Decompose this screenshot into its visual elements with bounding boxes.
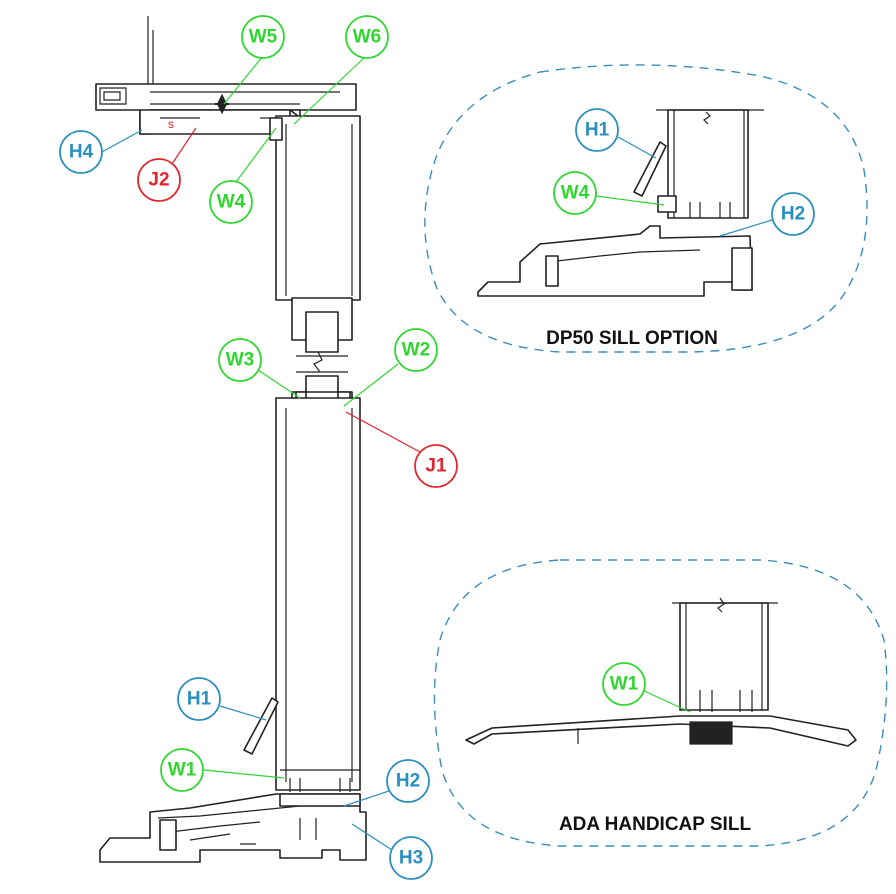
callout-j1: J1 — [414, 444, 458, 488]
dp50-callout-w4: W4 — [553, 171, 597, 215]
callout-h3: H3 — [389, 836, 433, 880]
callout-j2: J2 — [137, 158, 181, 202]
svg-text:H2: H2 — [781, 204, 805, 225]
w5-seal-mark — [215, 93, 229, 115]
lower-sash-profile — [275, 397, 361, 792]
ada-gasket-block — [689, 721, 733, 745]
ada-detail-outline — [433, 559, 888, 847]
dp50-sill-detail: H1 W4 H2 DP50 SILL OPTION — [424, 64, 868, 353]
callout-w4: W4 — [209, 180, 253, 224]
svg-text:W2: W2 — [402, 340, 431, 361]
svg-text:H1: H1 — [187, 689, 212, 710]
dp50-caption: DP50 SILL OPTION — [546, 328, 718, 349]
callout-w2: W2 — [394, 328, 438, 372]
dp50-callout-h2: H2 — [771, 192, 815, 236]
sill-profile — [99, 793, 367, 863]
callout-w3: W3 — [218, 338, 262, 382]
callout-h1: H1 — [177, 677, 221, 721]
head-red-glyph: s — [168, 117, 174, 131]
dp50-detail-outline — [424, 64, 868, 353]
svg-text:W6: W6 — [353, 27, 382, 48]
callout-w6: W6 — [345, 15, 389, 59]
main-section: s — [59, 15, 458, 880]
svg-text:H4: H4 — [69, 142, 94, 163]
svg-text:W5: W5 — [249, 27, 278, 48]
svg-text:W4: W4 — [561, 183, 590, 204]
callout-h4: H4 — [59, 130, 103, 174]
svg-text:W4: W4 — [217, 192, 246, 213]
callout-h2: H2 — [386, 759, 430, 803]
svg-text:J1: J1 — [425, 456, 447, 477]
svg-text:W3: W3 — [226, 350, 255, 371]
callout-w5: W5 — [241, 15, 285, 59]
svg-text:J2: J2 — [148, 170, 169, 191]
ada-caption: ADA HANDICAP SILL — [559, 814, 752, 835]
ada-sill-detail: W1 ADA HANDICAP SILL — [433, 559, 888, 847]
dp50-callout-h1: H1 — [575, 108, 619, 152]
svg-text:W1: W1 — [610, 674, 639, 695]
ada-callout-w1: W1 — [602, 662, 646, 706]
svg-text:H2: H2 — [396, 771, 420, 792]
main-leaders — [101, 55, 421, 851]
callout-w1: W1 — [160, 748, 204, 792]
svg-text:W1: W1 — [168, 760, 197, 781]
h1-handle-profile — [243, 697, 279, 755]
svg-text:H1: H1 — [585, 120, 610, 141]
upper-sash-profile — [269, 115, 361, 301]
svg-text:H3: H3 — [399, 848, 423, 869]
